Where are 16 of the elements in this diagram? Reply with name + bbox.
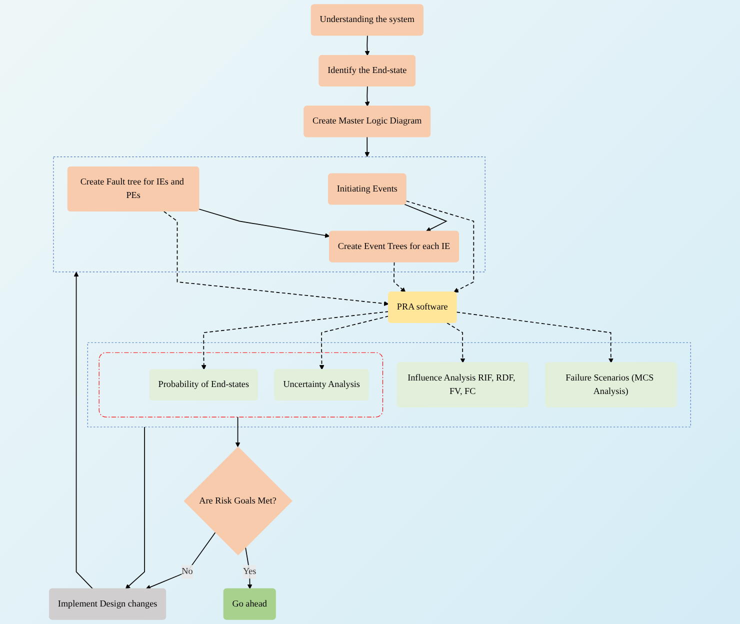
process-box: Probability of End-states [149,369,258,400]
decision-diamond: Are Risk Goals Met? [184,446,292,556]
process-box: PRA software [388,292,457,323]
process-box: Failure Scenarios (MCS Analysis) [544,362,677,408]
process-box: Implement Design changes [49,588,166,620]
process-box: Initiating Events [328,173,406,205]
process-box: Go ahead [223,588,276,620]
process-box: Create Master Logic Diagram [304,106,431,138]
edge-label: No [182,565,193,579]
process-box: Identify the End-state [318,55,416,86]
process-box: Create Fault tree for IEs and PEs [67,166,200,212]
process-box: Influence Analysis RIF, RDF, FV, FC [396,362,528,408]
process-box: Understanding the system [310,4,424,36]
edge-label: Yes [242,565,256,579]
process-box: Uncertainty Analysis [274,369,369,400]
process-box: Create Event Trees for each IE [329,230,459,262]
